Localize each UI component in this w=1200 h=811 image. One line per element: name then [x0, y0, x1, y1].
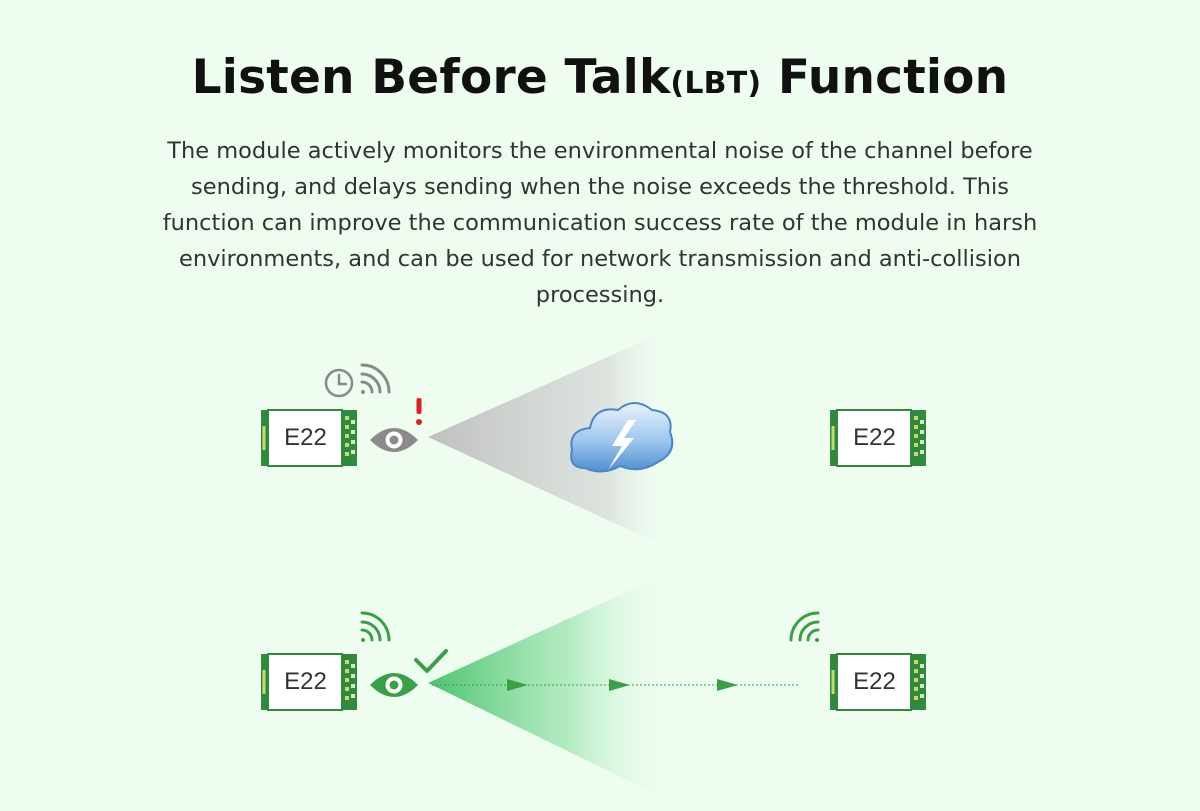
module-bottom-right	[830, 653, 926, 711]
eye-icon-gray	[370, 428, 418, 452]
module-label-bottom-right: E22	[853, 668, 896, 695]
clear-channel-beam	[428, 573, 668, 800]
title-abbreviation: (LBT)	[670, 66, 762, 101]
wifi-signal-icon-sender	[360, 611, 391, 642]
arrow-icon-2	[609, 679, 630, 691]
blocked-noise-beam	[428, 330, 668, 548]
module-label-top-right: E22	[853, 424, 896, 451]
wifi-signal-icon-gray	[360, 363, 391, 394]
page-title: Listen Before Talk(LBT) Function	[191, 50, 1009, 105]
exclamation-icon	[416, 398, 422, 425]
eye-icon-green	[370, 673, 418, 697]
module-top-left	[261, 409, 357, 467]
module-label-top-left: E22	[284, 424, 327, 451]
description-text: The module actively monitors the environ…	[162, 138, 1038, 308]
module-bottom-left	[261, 653, 357, 711]
clock-icon	[324, 368, 354, 398]
checkmark-icon	[414, 649, 448, 673]
wifi-signal-icon-receiver	[789, 611, 820, 642]
module-label-bottom-left: E22	[284, 668, 327, 695]
lightning-cloud-icon	[570, 402, 674, 473]
module-top-right	[830, 409, 926, 467]
arrow-icon-3	[717, 679, 738, 691]
arrow-icon-1	[507, 679, 528, 691]
